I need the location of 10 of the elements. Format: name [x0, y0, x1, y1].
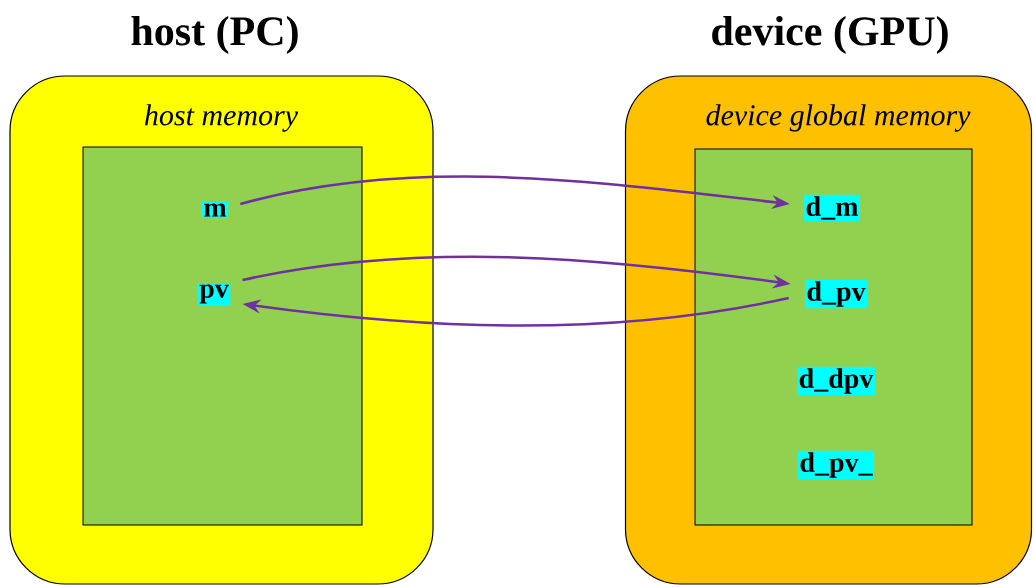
memory-box [82, 146, 363, 526]
variable-label: d_m [804, 194, 860, 222]
heading: device (GPU) [712, 15, 948, 55]
heading: host (PC) [131, 15, 298, 55]
memory-label: device global memory [706, 104, 971, 132]
memory-box [694, 148, 973, 526]
variable-label: d_pv_ [797, 450, 875, 480]
memory-label: host memory [145, 104, 299, 132]
variable-label: d_pv [804, 279, 868, 309]
variable-label: d_dpv [797, 366, 875, 396]
